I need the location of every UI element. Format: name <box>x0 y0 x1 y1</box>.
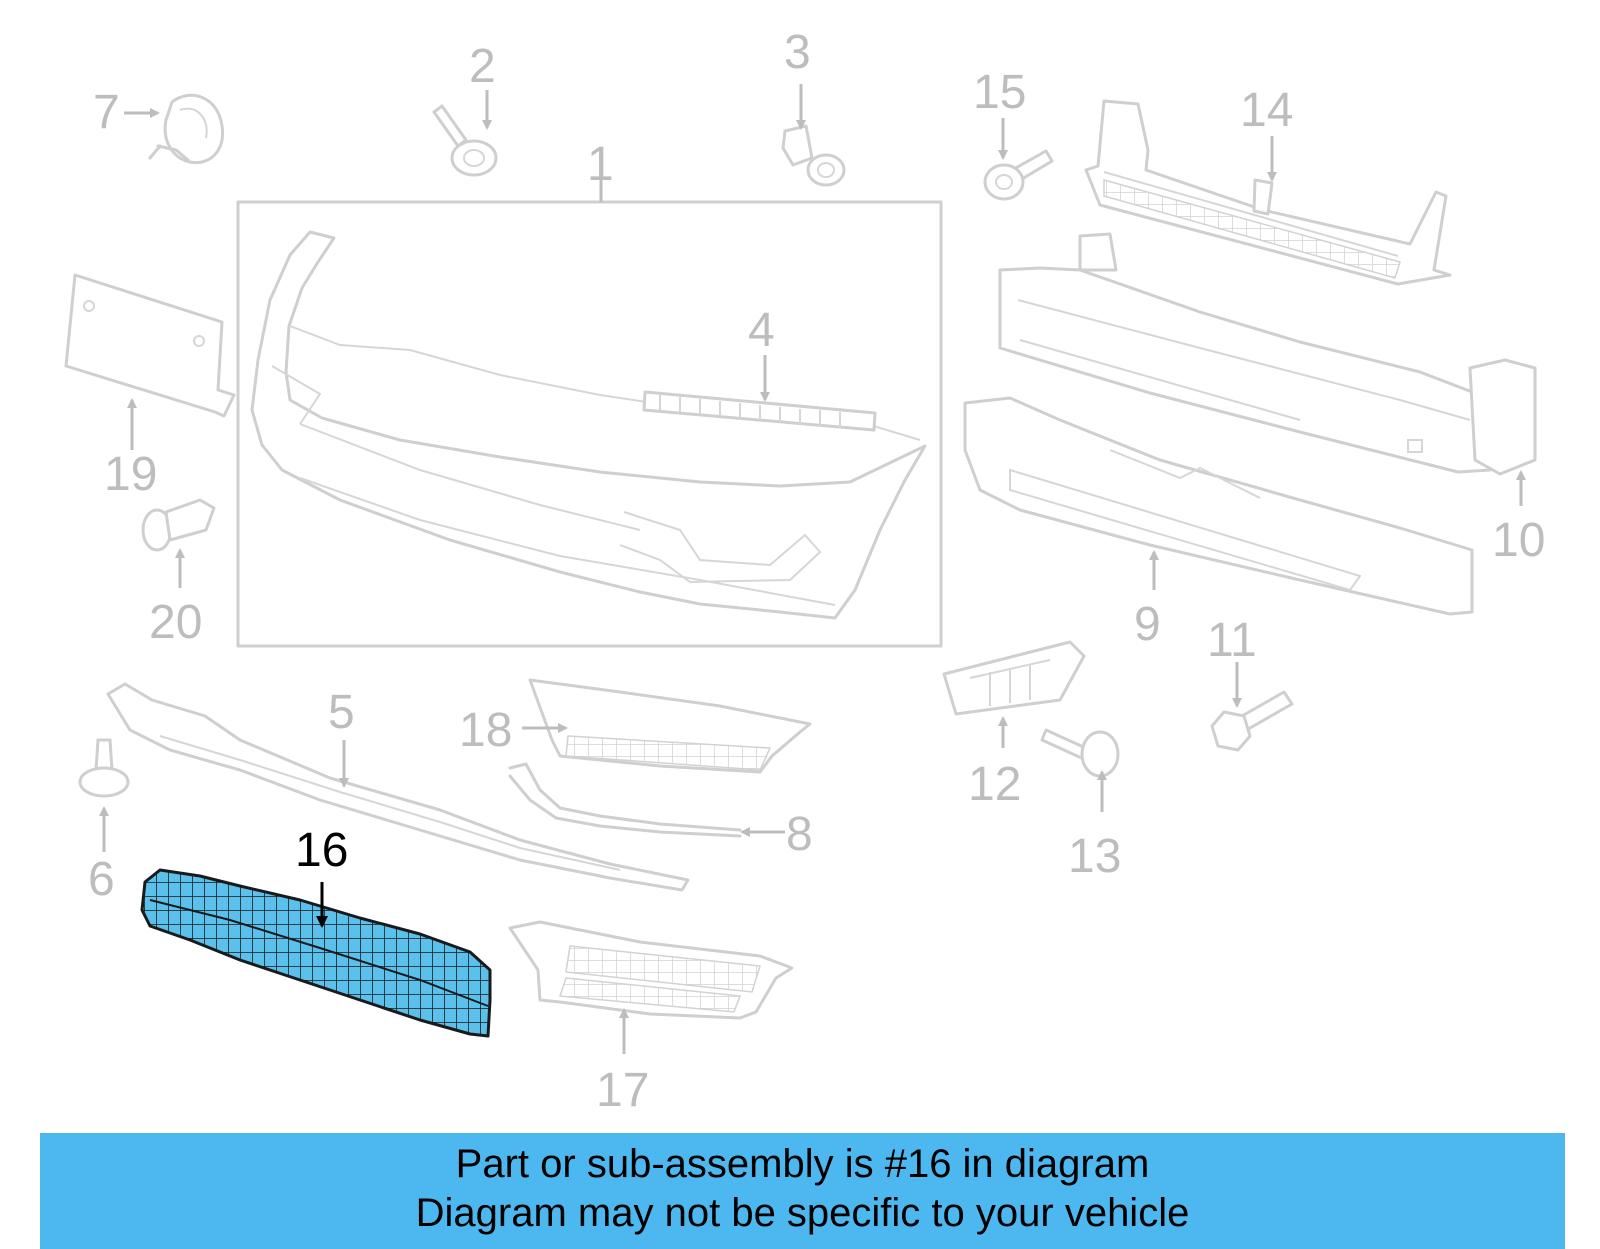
part-5-deflector <box>106 682 690 892</box>
part-4-bracket <box>642 390 877 432</box>
part-10-reinforcement <box>998 232 1537 476</box>
part-2-bolt <box>432 104 498 177</box>
part-16-lower-grille <box>140 868 492 1038</box>
callout-13: 13 <box>1068 830 1121 883</box>
leader-lines <box>99 84 1526 1054</box>
callout-1: 1 <box>587 138 614 191</box>
part-12-bracket <box>942 640 1086 716</box>
part-3-clip <box>781 124 846 187</box>
callout-20: 20 <box>149 596 202 649</box>
callout-19: 19 <box>104 448 157 501</box>
callout-8: 8 <box>786 808 813 861</box>
callout-18: 18 <box>459 704 512 757</box>
callout-7: 7 <box>93 86 120 139</box>
part-17-grille <box>508 920 794 1020</box>
banner-line-disclaimer: Diagram may not be specific to your vehi… <box>415 1191 1190 1235</box>
part-18-grille <box>528 678 812 774</box>
callout-16: 16 <box>295 824 348 877</box>
callout-12: 12 <box>968 758 1021 811</box>
callout-6: 6 <box>88 853 115 906</box>
part-13-bolt <box>1040 728 1120 778</box>
part-19-plate-bracket <box>64 273 236 418</box>
banner-line-part-number: Part or sub-assembly is #16 in diagram <box>455 1142 1150 1186</box>
part-7-cap <box>148 93 225 165</box>
part-8-molding <box>508 762 742 838</box>
callout-14: 14 <box>1240 84 1293 137</box>
part-11-bolt <box>1210 690 1294 752</box>
callout-15: 15 <box>973 66 1026 119</box>
callout-labels: 1 2 3 4 5 6 7 8 9 10 11 12 13 14 15 16 1… <box>88 26 1545 1117</box>
part-20-push-pin <box>141 498 216 552</box>
callout-3: 3 <box>784 26 811 79</box>
callout-11: 11 <box>1207 614 1257 667</box>
part-14-bracket <box>1084 99 1452 286</box>
callout-9: 9 <box>1134 598 1161 651</box>
part-15-bolt <box>983 149 1054 201</box>
callout-17: 17 <box>596 1064 649 1117</box>
callout-10: 10 <box>1492 514 1545 567</box>
callout-2: 2 <box>469 40 496 93</box>
part-9-absorber <box>963 396 1474 616</box>
part-6-push-pin <box>78 738 130 798</box>
callout-4: 4 <box>748 304 775 357</box>
callout-5: 5 <box>328 686 355 739</box>
info-banner: Part or sub-assembly is #16 in diagram D… <box>40 1133 1565 1249</box>
